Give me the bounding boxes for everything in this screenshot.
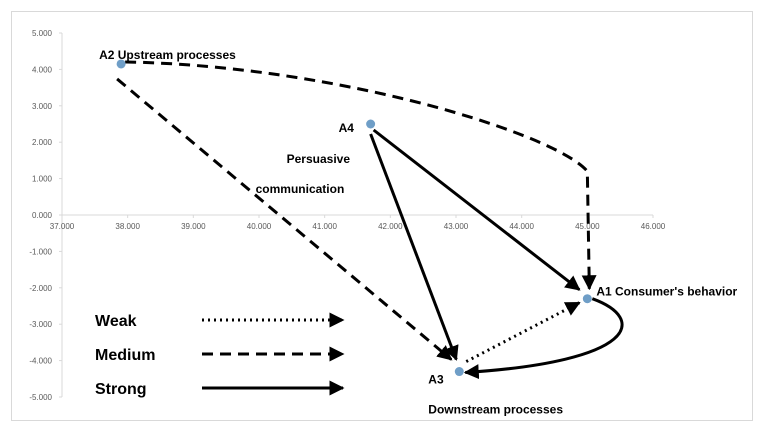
y-tick-label: -3.000 xyxy=(29,320,52,329)
chart-frame xyxy=(11,11,753,421)
link-a1-to-a3 xyxy=(463,297,624,380)
point-a2 xyxy=(116,59,126,69)
x-tick-label: 45.000 xyxy=(575,222,600,231)
x-tick-label: 44.000 xyxy=(509,222,534,231)
x-tick-label: 43.000 xyxy=(444,222,469,231)
link-a2-to-a3 xyxy=(116,77,453,361)
link-a3-to-a1 xyxy=(465,301,581,363)
y-tick-label: -5.000 xyxy=(29,393,52,402)
axes: 37.000 38.000 39.000 40.000 41.000 42.000 43.0… xyxy=(29,29,665,402)
link-a4-to-a1 xyxy=(372,128,581,291)
link-a4-to-a3 xyxy=(369,133,459,361)
y-tick-label: 2.000 xyxy=(32,138,53,147)
point-label-a2: A2 Upstream processes xyxy=(99,48,236,62)
point-label-a1: A1 Consumer's behavior xyxy=(596,285,737,299)
x-tick-label: 42.000 xyxy=(378,222,403,231)
y-tick-label: 1.000 xyxy=(32,175,53,184)
x-tick-label: 46.000 xyxy=(641,222,666,231)
point-a3 xyxy=(454,367,464,377)
point-label-a3: A3 xyxy=(428,373,444,387)
y-tick-label: 0.000 xyxy=(32,211,53,220)
point-labels: A1 Consumer's behavior A2 Upstream proces… xyxy=(99,48,737,417)
x-tick-label: 40.000 xyxy=(247,222,272,231)
point-label-a4: communication xyxy=(256,182,345,196)
point-a4 xyxy=(366,119,376,129)
point-label-a3: Downstream processes xyxy=(428,403,563,417)
x-tick-label: 39.000 xyxy=(181,222,206,231)
y-tick-label: -1.000 xyxy=(29,247,52,256)
y-tick-label: 4.000 xyxy=(32,65,53,74)
links xyxy=(116,60,624,380)
link-a2-to-a1 xyxy=(125,60,597,291)
x-tick-label: 41.000 xyxy=(312,222,337,231)
legend-label: Strong xyxy=(95,381,147,398)
x-tick-label: 37.000 xyxy=(50,222,75,231)
y-tick-label: 5.000 xyxy=(32,29,53,38)
legend-label: Weak xyxy=(95,313,137,330)
y-tick-label: -4.000 xyxy=(29,357,52,366)
point-a1 xyxy=(582,294,592,304)
points xyxy=(116,59,592,377)
y-tick-label: 3.000 xyxy=(32,102,53,111)
point-label-a4: Persuasive xyxy=(287,152,351,166)
x-tick-label: 38.000 xyxy=(115,222,140,231)
y-tick-label: -2.000 xyxy=(29,284,52,293)
point-label-a4: A4 xyxy=(339,121,355,135)
legend-label: Medium xyxy=(95,347,155,364)
